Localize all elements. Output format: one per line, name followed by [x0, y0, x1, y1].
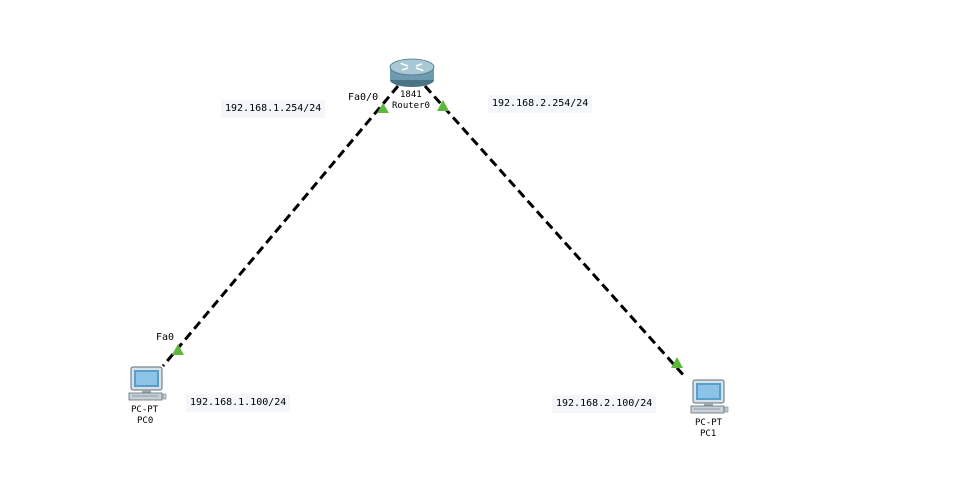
link-up-indicator-router-fa0-1 — [437, 100, 449, 111]
pc-icon[interactable] — [128, 366, 167, 401]
pc1-name-label: PC1 — [700, 429, 717, 439]
note-router-right-ip[interactable]: 192.168.2.254/24 — [488, 95, 593, 113]
note-pc0-ip[interactable]: 192.168.1.100/24 — [186, 394, 291, 412]
pc0-port-label: Fa0 — [156, 332, 175, 343]
pc-icon[interactable] — [690, 379, 729, 414]
router-model-label: 1841 — [400, 90, 422, 100]
link-up-indicator-pc0-fa0 — [172, 344, 184, 355]
note-pc1-ip[interactable]: 192.168.2.100/24 — [552, 395, 657, 413]
link-router-pc1[interactable] — [423, 85, 688, 379]
link-router-pc0[interactable] — [161, 85, 400, 367]
pc1-model-label: PC-PT — [695, 418, 723, 428]
link-up-indicator-pc1-fa0 — [671, 357, 683, 368]
router-icon[interactable] — [389, 58, 435, 87]
router-name-label: Router0 — [392, 101, 430, 111]
note-router-left-ip[interactable]: 192.168.1.254/24 — [221, 100, 326, 118]
pc0-model-label: PC-PT — [131, 405, 159, 415]
router-port-label-fa0-0: Fa0/0 — [348, 92, 379, 103]
link-up-indicator-router-fa0-0 — [377, 103, 389, 113]
pc0-name-label: PC0 — [137, 416, 154, 426]
